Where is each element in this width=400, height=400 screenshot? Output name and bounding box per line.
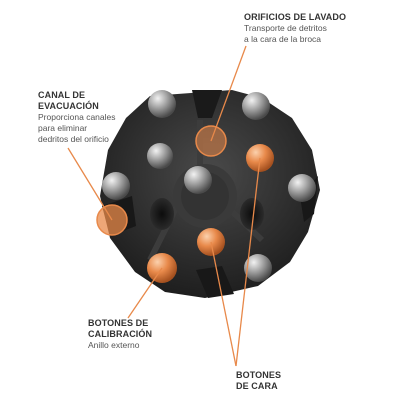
callout-title-line: DE CARA <box>236 381 278 391</box>
gray-button <box>242 92 270 120</box>
flushing-hole <box>240 198 264 230</box>
leader-line-orificios <box>210 45 247 142</box>
callout-desc: Proporciona canales para eliminar dedrit… <box>38 112 116 145</box>
leader-lines <box>67 45 261 367</box>
callout-desc-line: Anillo externo <box>88 340 140 350</box>
evacuation-channel-top <box>192 90 222 118</box>
bit-body <box>100 90 320 298</box>
callout-desc-line: Proporciona canales <box>38 112 116 122</box>
callout-desc-line: Transporte de detritos <box>244 23 327 33</box>
callout-desc: Anillo externo <box>88 340 152 351</box>
callout-desc: Transporte de detritos a la cara de la b… <box>244 23 346 45</box>
callout-canal-de-evacuacion: CANAL DE EVACUACIÓN Proporciona canales … <box>38 90 116 145</box>
leader-line-canal <box>67 147 113 221</box>
evacuation-channel-bottom <box>196 266 234 298</box>
gray-button <box>147 143 173 169</box>
leader-line-calibracion <box>127 267 163 319</box>
gray-button <box>244 254 272 282</box>
callout-title-line: BOTONES DE <box>88 318 149 328</box>
gray-button <box>184 166 212 194</box>
callout-desc-line: a la cara de la broca <box>244 34 322 44</box>
callout-botones-de-cara: BOTONES DE CARA <box>236 370 281 392</box>
gray-button <box>148 90 176 118</box>
callout-desc-line: dedritos del orificio <box>38 134 109 144</box>
callout-desc-line: para eliminar <box>38 123 88 133</box>
gray-buttons <box>102 90 316 282</box>
gray-button <box>102 172 130 200</box>
gray-button <box>288 174 316 202</box>
callout-title-line: CALIBRACIÓN <box>88 329 153 339</box>
callout-title-line: BOTONES <box>236 370 282 380</box>
face-ridge <box>147 198 183 262</box>
callout-title-line: CANAL DE <box>38 90 86 100</box>
callout-title: BOTONES DE CARA <box>236 370 281 392</box>
flushing-hole <box>150 198 174 230</box>
callout-title-line: EVACUACIÓN <box>38 101 99 111</box>
leader-line-cara-1 <box>210 241 237 367</box>
callout-title: ORIFICIOS DE LAVADO <box>244 12 347 22</box>
callout-title: CANAL DE EVACUACIÓN <box>38 90 116 112</box>
callout-title: BOTONES DE CALIBRACIÓN <box>88 318 152 340</box>
callout-botones-de-calibracion: BOTONES DE CALIBRACIÓN Anillo externo <box>88 318 152 351</box>
leader-line-cara-2 <box>235 157 261 367</box>
callout-orificios-de-lavado: ORIFICIOS DE LAVADO Transporte de detrit… <box>244 12 346 45</box>
